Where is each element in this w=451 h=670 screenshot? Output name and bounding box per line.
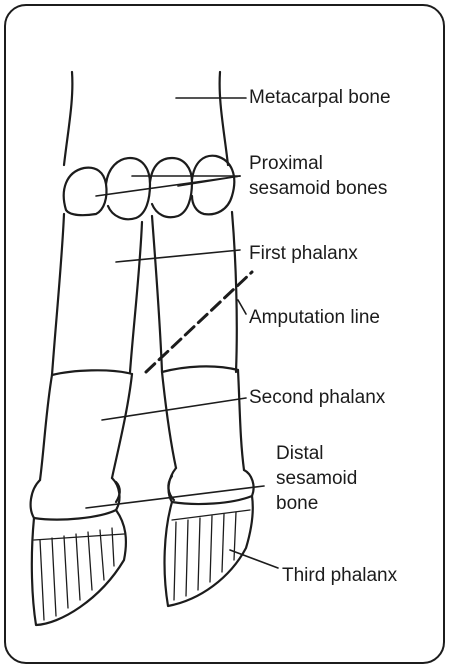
- label-distal-line2: sesamoid: [276, 467, 357, 491]
- label-metacarpal-bone: Metacarpal bone: [249, 86, 391, 110]
- leader-proximal-c: [178, 176, 240, 186]
- label-distal-line3: bone: [276, 492, 318, 516]
- first-phalanx-left: [52, 214, 142, 375]
- leader-second-phalanx: [102, 398, 246, 420]
- label-first-phalanx: First phalanx: [249, 242, 358, 266]
- label-proximal-line1: Proximal: [249, 152, 323, 176]
- leader-distal-sesamoid: [86, 486, 264, 508]
- label-second-phalanx: Second phalanx: [249, 386, 385, 410]
- proximal-sesamoid-bones: [64, 156, 235, 220]
- leader-third-phalanx: [230, 550, 278, 568]
- label-third-phalanx: Third phalanx: [282, 564, 397, 588]
- second-phalanx-right: [162, 370, 244, 470]
- second-phalanx-left: [40, 374, 132, 480]
- metacarpal-bone: [64, 72, 228, 165]
- third-phalanx-right: [165, 496, 253, 606]
- label-distal-line1: Distal: [276, 442, 324, 466]
- distal-sesamoid-bone: [31, 468, 254, 520]
- leader-amputation: [238, 300, 246, 314]
- label-proximal-line2: sesamoid bones: [249, 177, 387, 201]
- third-phalanx-left: [32, 510, 126, 625]
- first-phalanx-right: [152, 212, 238, 372]
- label-amputation-line: Amputation line: [249, 306, 380, 330]
- leader-first-phalanx: [116, 250, 240, 262]
